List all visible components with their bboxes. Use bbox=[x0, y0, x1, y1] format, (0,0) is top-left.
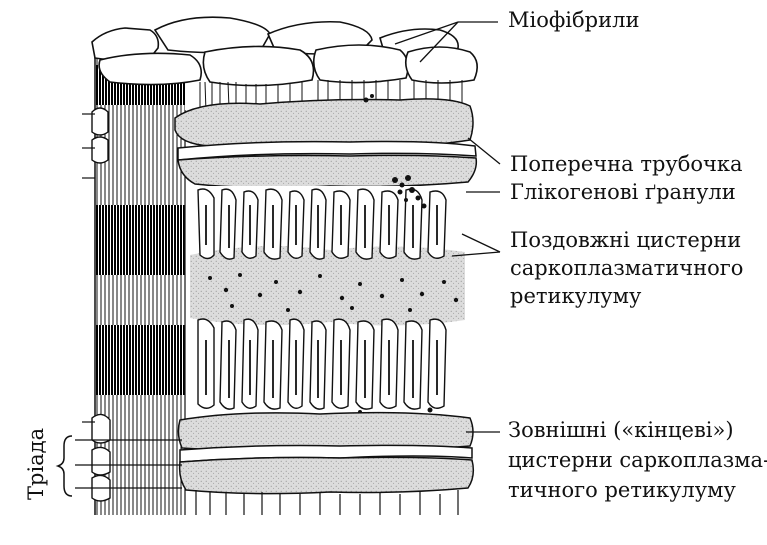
myofibril-top bbox=[98, 52, 203, 86]
triad-bracket bbox=[55, 435, 73, 497]
left-tubule-stubs bbox=[91, 107, 111, 502]
leader-myofibrils bbox=[419, 21, 459, 63]
upper-terminal-cistern-lower bbox=[177, 154, 478, 189]
leader-transverse-tubule bbox=[467, 137, 501, 165]
label-terminal-cisterns-3: тичного ретикулуму bbox=[508, 478, 736, 502]
leader-longitudinal bbox=[451, 251, 501, 257]
leader-lines bbox=[75, 21, 501, 489]
label-myofibrils: Міофібрили bbox=[508, 8, 640, 32]
label-longitudinal-cisterns-2: саркоплазматичного bbox=[510, 256, 744, 280]
longitudinal-cisterns bbox=[190, 94, 465, 418]
label-glycogen-granules: Глікогенові ґранули bbox=[510, 180, 736, 204]
myofibril-top bbox=[312, 44, 409, 84]
myofibril-top bbox=[202, 45, 315, 87]
upper-terminal-cistern bbox=[174, 98, 474, 149]
transverse-tubule bbox=[177, 140, 477, 161]
myofibril-cross-sections bbox=[91, 16, 478, 87]
label-terminal-cisterns-1: Зовнішні («кінцеві») bbox=[508, 418, 734, 442]
label-longitudinal-cisterns-1: Поздовжні цистерни bbox=[510, 228, 742, 252]
a-band bbox=[95, 325, 185, 395]
leader-longitudinal bbox=[461, 233, 501, 253]
lower-terminal-cistern-2 bbox=[178, 456, 475, 495]
glycogen-granules bbox=[208, 94, 459, 418]
left-leader-ticks bbox=[82, 113, 95, 423]
a-band bbox=[95, 205, 185, 275]
bottom-striations bbox=[195, 490, 459, 515]
label-triad: Тріада bbox=[24, 427, 48, 500]
label-transverse-tubule: Поперечна трубочка bbox=[510, 152, 743, 176]
leader-myofibrils bbox=[394, 21, 459, 45]
sr-network bbox=[190, 246, 465, 326]
label-longitudinal-cisterns-3: ретикулуму bbox=[510, 284, 642, 308]
label-terminal-cisterns-2: цистерни саркоплазма- bbox=[508, 448, 767, 472]
myofibril-top bbox=[404, 46, 478, 84]
